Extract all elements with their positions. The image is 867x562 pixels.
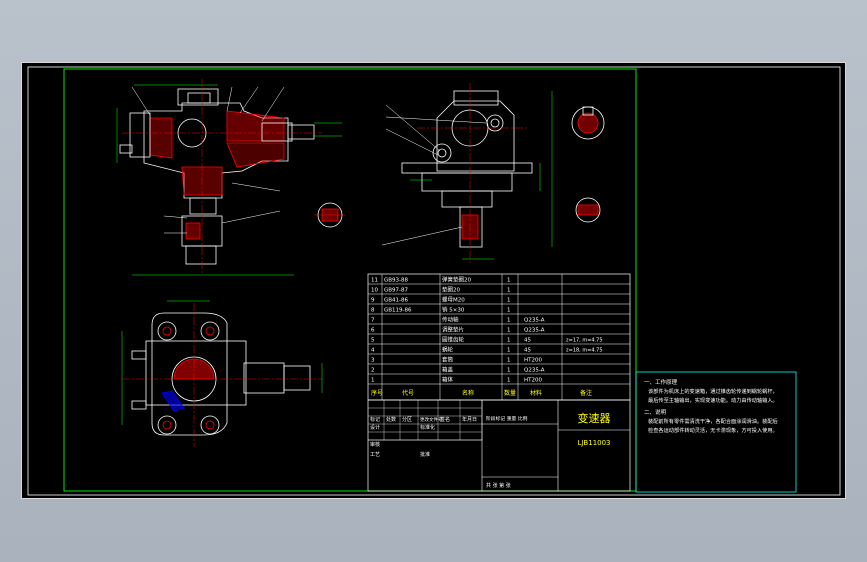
tb-date: 年月日 [462, 416, 477, 423]
bom-code: GB41-86 [384, 298, 409, 304]
drawing-frame [63, 68, 637, 492]
tb-change-doc: 更改文件号 [420, 416, 443, 423]
tb-process: 工艺 [370, 452, 380, 458]
section-bb [571, 106, 605, 140]
notes-body-2-line: 装配前所有零件需清洗干净，各配合面涂润滑油。装配后 [648, 417, 778, 425]
bom-header-no: 序号 [371, 389, 383, 397]
bom-material: Q235-A [524, 328, 545, 334]
tb-count: 处数 [386, 416, 396, 423]
bom-code: GB97-87 [384, 288, 409, 294]
notes-body-2-line: 检查各运动部件转动灵活，无卡滞现象，方可投入使用。 [648, 426, 778, 434]
bom-no: 8 [371, 308, 375, 314]
technical-notes: 一、工作原理该部件为机床上的变速箱，通过锥齿轮传递到蜗轮蜗杆，最后传至主轴输出，… [644, 378, 778, 434]
tb-stage-weight-scale: 阶段标记 重量 比例 [486, 415, 528, 422]
bom-qty: 1 [507, 328, 511, 334]
bom-material: HT200 [524, 358, 542, 364]
notes-title-2: 二、说明 [644, 408, 667, 416]
bom-name: 弹簧垫圈20 [442, 276, 471, 284]
bom-name: 垫圈20 [442, 286, 460, 294]
section-cc [575, 197, 601, 223]
bom-qty: 1 [507, 308, 511, 314]
bom-material: 45 [524, 348, 531, 354]
bom-no: 10 [371, 288, 378, 294]
bom-qty: 1 [507, 288, 511, 294]
bom-material: Q235-A [524, 318, 545, 324]
bom-no: 5 [371, 338, 375, 344]
title-block: 标记处数分区 更改文件号签名 年月日设计 标准化审核工艺 批准 阶段标记 重量 比例共 张… [367, 399, 631, 492]
notes-body-1-line: 该部件为机床上的变速箱，通过锥齿轮传递到蜗轮蜗杆， [648, 387, 778, 395]
tb-sign: 签名 [440, 416, 450, 423]
notes-body-1-line: 最后传至主轴输出，实现变速功能。动力由传动轴输入。 [648, 396, 778, 404]
bom-no: 2 [371, 368, 375, 374]
tb-review: 审核 [370, 441, 380, 448]
bom-qty: 1 [507, 298, 511, 304]
bom-name: 箱体 [442, 376, 454, 384]
bom-qty: 1 [507, 278, 511, 284]
bom-name: 销 5×30 [442, 306, 465, 314]
bom-name: 螺母M20 [442, 296, 465, 304]
tb-approve: 批准 [420, 451, 430, 458]
bom-name: 箱盖 [442, 366, 454, 374]
bom-name: 蜗轮 [442, 346, 454, 354]
bom-material: Q235-A [524, 368, 545, 374]
tb-standard: 标准化 [420, 424, 435, 431]
bom-no: 6 [371, 328, 375, 334]
top-view [121, 300, 323, 447]
bom-header-qty: 数量 [504, 389, 516, 397]
notes-title-1: 一、工作原理 [644, 378, 678, 386]
tb-design: 设计 [370, 424, 380, 431]
drawing-title: 变速器 [578, 411, 611, 425]
bom-material: 45 [524, 338, 531, 344]
tb-mark: 标记 [370, 416, 380, 423]
bom-header-note: 备注 [580, 389, 592, 397]
side-view [381, 83, 553, 263]
bom-no: 3 [371, 358, 375, 364]
section-aa [314, 202, 346, 228]
bom-material: HT200 [524, 378, 542, 384]
bom-header-name: 名称 [462, 389, 474, 397]
drawing-number: LJB11003 [577, 439, 610, 447]
bom-code: GB119-86 [384, 308, 412, 314]
bom-qty: 1 [507, 368, 511, 374]
bom-name: 套筒 [442, 356, 454, 364]
bom-name: 调整垫片 [442, 326, 464, 334]
tb-zone: 分区 [402, 416, 412, 423]
bom-no: 11 [371, 278, 378, 284]
bom-note: z=18, m=4.75 [566, 348, 603, 354]
bom-name: 传动轴 [442, 316, 459, 324]
bom-no: 1 [371, 378, 375, 384]
bom-qty: 1 [507, 318, 511, 324]
notes-box [635, 371, 797, 493]
bom-header-material: 材料 [530, 389, 542, 397]
front-section-view [116, 79, 342, 276]
bom-header-code: 代号 [402, 389, 414, 397]
bom-no: 7 [371, 318, 375, 324]
bom-note: z=17, m=4.75 [566, 338, 603, 344]
bom-qty: 1 [507, 348, 511, 354]
bom-qty: 1 [507, 338, 511, 344]
bom-qty: 1 [507, 378, 511, 384]
bom-code: GB93-88 [384, 278, 409, 284]
bom-qty: 1 [507, 358, 511, 364]
tb-sheet: 共 张 第 张 [486, 482, 511, 489]
bom-no: 9 [371, 298, 375, 304]
sheet-border [27, 66, 841, 496]
bom-name: 圆锥齿轮 [442, 336, 465, 344]
bom-no: 4 [371, 348, 375, 354]
